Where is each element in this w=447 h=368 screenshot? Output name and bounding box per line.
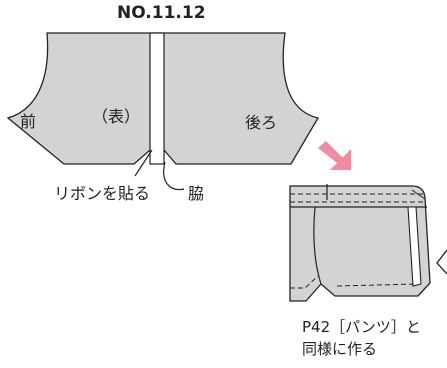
finished-pants — [289, 184, 431, 302]
ribbon-leader — [134, 149, 153, 177]
ribbon-strip — [149, 32, 165, 165]
front-label: 前 — [20, 112, 37, 131]
side-label: 脇 — [188, 184, 205, 203]
pants-ribbon-strip — [407, 206, 422, 287]
note-line-1: P42［パンツ］と — [302, 318, 421, 336]
face-label: （表） — [92, 107, 141, 126]
back-label: 後ろ — [245, 113, 278, 132]
diagram-title: NO.11.12 — [117, 3, 206, 23]
arrow-icon — [318, 141, 351, 170]
side-leader — [163, 161, 185, 191]
leg-seam — [313, 206, 322, 285]
ribbon-label: リボンを貼る — [54, 184, 151, 203]
edge-mark — [436, 249, 447, 275]
hem-stitch — [290, 275, 419, 289]
waist-edge — [411, 189, 426, 200]
note-line-2: 同様に作る — [302, 340, 378, 358]
